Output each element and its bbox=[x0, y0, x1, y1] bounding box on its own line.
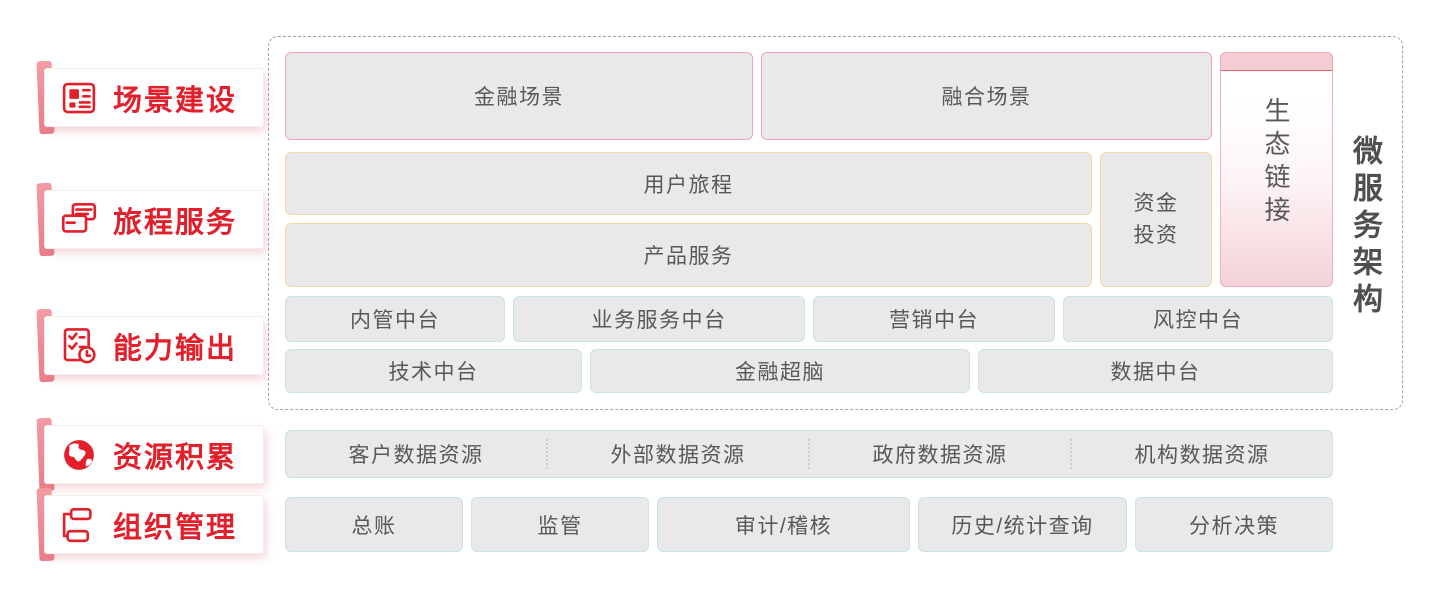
sidebar-item-label: 组织管理 bbox=[113, 511, 238, 544]
sidebar-item-organization-management: 组织管理 bbox=[36, 487, 263, 562]
box-user-journey: 用户旅程 bbox=[285, 152, 1092, 215]
box-financial-scenario: 金融场景 bbox=[285, 52, 753, 140]
sidebar-item-resource-accumulation: 资源积累 bbox=[36, 417, 263, 492]
box-general-ledger: 总账 bbox=[285, 497, 463, 552]
sidebar-card: 能力输出 bbox=[45, 317, 263, 374]
sidebar-item-journey-service: 旅程服务 bbox=[36, 182, 263, 257]
sidebar-card: 旅程服务 bbox=[45, 191, 263, 248]
resource-data-row: 客户数据资源 外部数据资源 政府数据资源 机构数据资源 bbox=[285, 430, 1333, 478]
sidebar-item-label: 场景建设 bbox=[113, 84, 238, 117]
box-data-platform: 数据中台 bbox=[978, 349, 1333, 393]
sidebar-item-label: 资源积累 bbox=[113, 441, 238, 474]
box-product-service: 产品服务 bbox=[285, 223, 1092, 287]
box-converged-scenario: 融合场景 bbox=[761, 52, 1212, 140]
sidebar-item-capability-output: 能力输出 bbox=[36, 308, 263, 383]
box-business-service-platform: 业务服务中台 bbox=[513, 296, 805, 342]
box-regulation: 监管 bbox=[471, 497, 649, 552]
cell-government-data: 政府数据资源 bbox=[810, 439, 1072, 469]
journey-cards-icon bbox=[61, 202, 97, 233]
microservice-frame bbox=[268, 36, 1403, 410]
checklist-clock-icon bbox=[63, 327, 96, 363]
box-financial-superbrain: 金融超脑 bbox=[590, 349, 970, 393]
box-technology-platform: 技术中台 bbox=[285, 349, 582, 393]
box-eco-link: 生态链接 bbox=[1220, 52, 1333, 287]
fund-investment-label: 资金投资 bbox=[1133, 192, 1179, 247]
sidebar-item-label: 能力输出 bbox=[113, 332, 238, 365]
box-fund-investment: 资金投资 bbox=[1100, 152, 1212, 287]
cell-customer-data: 客户数据资源 bbox=[286, 439, 548, 469]
sidebar-item-label: 旅程服务 bbox=[113, 206, 238, 239]
microservice-architecture-label: 微服务架构 bbox=[1341, 127, 1387, 327]
sidebar-item-scenario-building: 场景建设 bbox=[36, 60, 263, 135]
sidebar-card: 场景建设 bbox=[45, 69, 263, 126]
box-history-statistics-query: 历史/统计查询 bbox=[918, 497, 1127, 552]
eco-link-label: 生态链接 bbox=[1261, 96, 1291, 229]
sidebar-card: 组织管理 bbox=[45, 496, 263, 553]
cell-external-data: 外部数据资源 bbox=[548, 439, 810, 469]
box-marketing-platform: 营销中台 bbox=[813, 296, 1055, 342]
cell-institution-data: 机构数据资源 bbox=[1134, 444, 1270, 467]
layout-grid-icon bbox=[62, 82, 96, 113]
box-internal-mgmt-platform: 内管中台 bbox=[285, 296, 505, 342]
globe-icon bbox=[64, 439, 94, 470]
eco-link-cap bbox=[1220, 52, 1333, 71]
sidebar-card: 资源积累 bbox=[45, 426, 263, 483]
box-risk-control-platform: 风控中台 bbox=[1063, 296, 1333, 342]
box-audit-review: 审计/稽核 bbox=[657, 497, 910, 552]
box-analysis-decision: 分析决策 bbox=[1135, 497, 1333, 552]
org-flow-icon bbox=[62, 507, 92, 542]
microservice-architecture-text: 微服务架构 bbox=[1348, 134, 1381, 320]
